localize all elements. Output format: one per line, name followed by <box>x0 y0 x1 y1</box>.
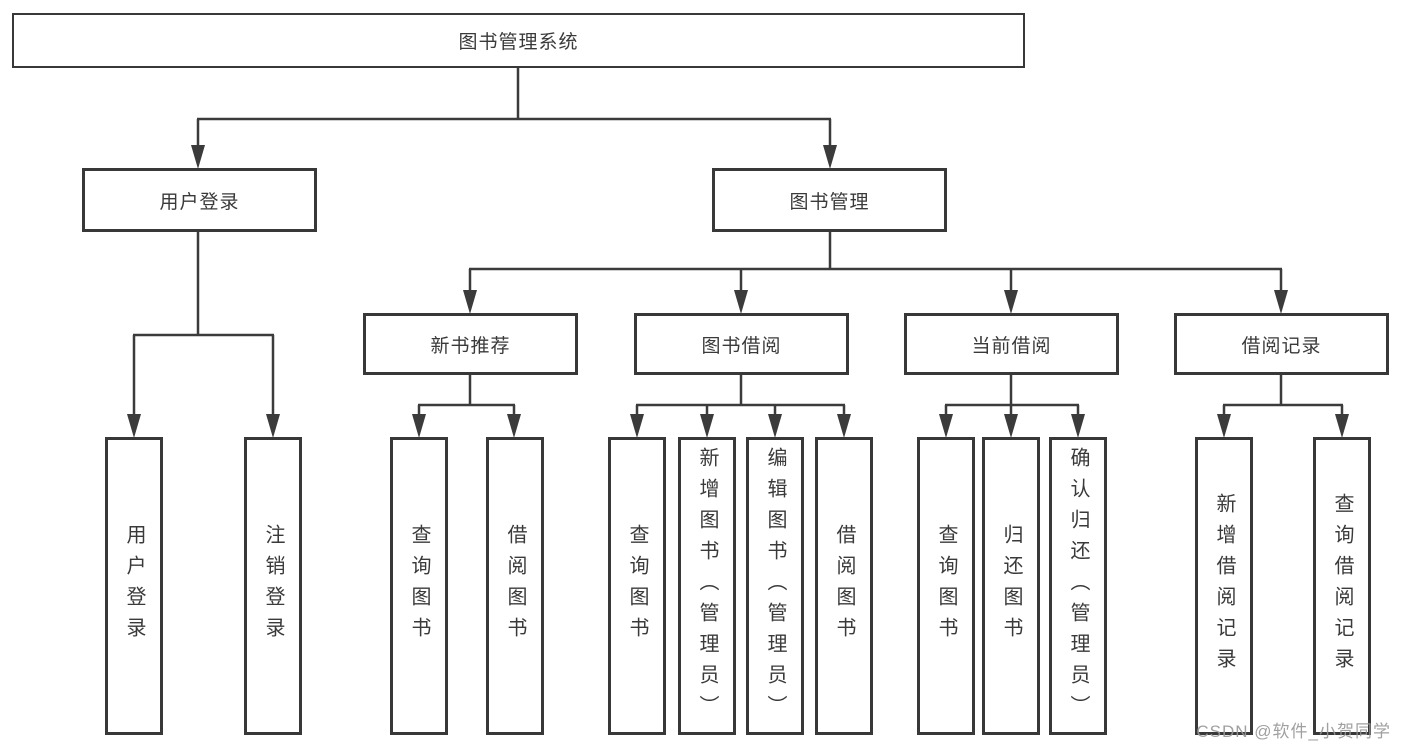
csdn-watermark: CSDN @软件_小贺同学 <box>1196 722 1391 741</box>
node-current-borrow: 当前借阅 <box>904 313 1119 375</box>
node-new-book-recommend: 新书推荐 <box>363 313 578 375</box>
node-leaf-logout: 注销登录 <box>244 437 302 735</box>
node-leaf-user-login: 用户登录 <box>105 437 163 735</box>
node-leaf-edit-book-admin: 编辑图书（管理员） <box>746 437 804 735</box>
node-leaf-query-books-recommend: 查询图书 <box>390 437 448 735</box>
node-root: 图书管理系统 <box>12 13 1025 68</box>
node-leaf-return-book: 归还图书 <box>982 437 1040 735</box>
node-book-management: 图书管理 <box>712 168 947 232</box>
node-leaf-add-book-admin: 新增图书（管理员） <box>678 437 736 735</box>
node-leaf-confirm-return-admin: 确认归还（管理员） <box>1049 437 1107 735</box>
node-leaf-query-books-borrow: 查询图书 <box>608 437 666 735</box>
node-leaf-borrow-books: 借阅图书 <box>815 437 873 735</box>
node-leaf-borrow-books-recommend: 借阅图书 <box>486 437 544 735</box>
node-leaf-add-borrow-record: 新增借阅记录 <box>1195 437 1253 735</box>
node-leaf-query-borrow-record: 查询借阅记录 <box>1313 437 1371 735</box>
node-user-login: 用户登录 <box>82 168 317 232</box>
node-borrow-records: 借阅记录 <box>1174 313 1389 375</box>
node-leaf-query-books-current: 查询图书 <box>917 437 975 735</box>
node-book-borrow: 图书借阅 <box>634 313 849 375</box>
